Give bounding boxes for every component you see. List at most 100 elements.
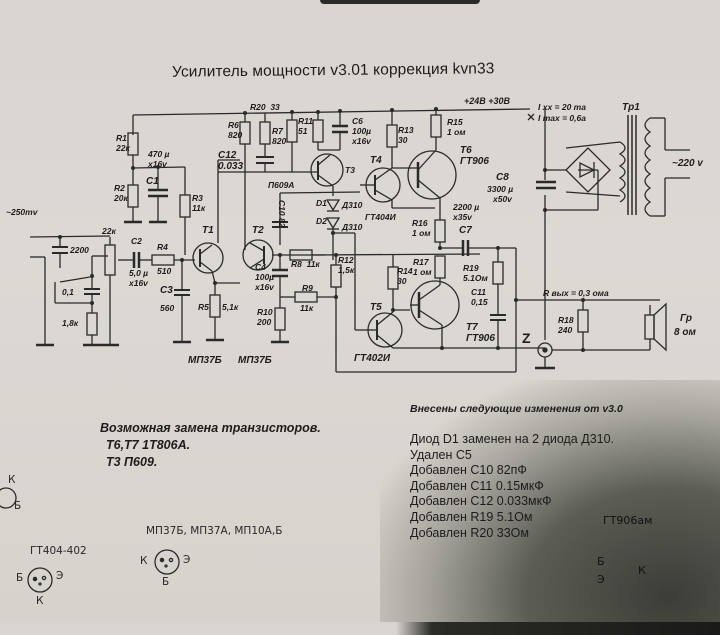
resistor-R5 <box>209 294 221 318</box>
supply-rail <box>132 108 531 116</box>
diode-D2 <box>325 217 341 230</box>
output-resistance: R вых = 0,3 ома <box>543 288 609 298</box>
idle-current: I xx = 20 ma <box>538 102 586 112</box>
pinout1-pin-bottom: К <box>36 595 44 607</box>
change-item: Добавлен C10 82пФ <box>410 463 527 478</box>
transistor-T1 <box>192 242 224 274</box>
label-D1-value: Д310 <box>342 200 363 210</box>
resistor-R13 <box>386 124 398 148</box>
changes-list: Диод D1 заменен на 2 диода Д310. Удален … <box>410 432 614 541</box>
resistor-R15 <box>430 114 442 138</box>
label-C3-value: 560 <box>160 303 175 313</box>
diode-D1 <box>325 199 341 212</box>
pinout-circle-0 <box>0 487 17 509</box>
label-C10: C10 82 <box>277 200 287 228</box>
resistor-R4 <box>151 254 175 266</box>
pinout-circle-gt404 <box>27 567 53 593</box>
label-R5-value: 5,1к <box>222 302 239 312</box>
pinout1-pin-right: Э <box>56 570 64 582</box>
pinout3-title: ГТ906ам <box>603 514 653 527</box>
label-T1: T1 <box>202 225 214 236</box>
resistor-R18 <box>577 309 589 333</box>
label-Z: Z <box>522 330 531 346</box>
volume-pot-label: 22к <box>102 226 116 236</box>
input-level: ~250mv <box>6 207 38 217</box>
photo-edge-bottom <box>0 622 720 635</box>
transistor-T3 <box>310 153 344 187</box>
resistor-R3 <box>179 194 191 218</box>
pinout1-title: ГТ404-402 <box>30 545 87 557</box>
page-title: Усилитель мощности v3.01 коррекция kvn33 <box>171 60 495 81</box>
label-T2: T2 <box>252 225 264 236</box>
label-R20: R20 33 <box>250 102 280 112</box>
label-C2: C2 <box>131 236 142 246</box>
transistor-replacement-notes: Возможная замена транзисторов. T6,T7 1T8… <box>100 420 321 471</box>
supply-voltages: +24В +30В <box>464 96 511 106</box>
change-item: Добавлен R20 33Ом <box>410 525 529 540</box>
bridge-rectifier <box>565 147 611 193</box>
transformer-primary <box>644 117 652 217</box>
pinout3-pin-k: К <box>638 564 646 577</box>
pinout2-pin-right: Э <box>183 554 191 566</box>
transformer-label: Tp1 <box>622 102 640 113</box>
resistor-R9 <box>294 291 318 303</box>
change-item: Диод D1 заменен на 2 диода Д310. <box>410 432 615 446</box>
resistor-R10 <box>274 307 286 331</box>
label-T5-type: ГТ402И <box>354 353 391 364</box>
pinout-circle-mp37 <box>154 549 180 575</box>
cap-2200-label: 2200 <box>70 245 89 255</box>
label-R9-value: 11к <box>300 303 314 313</box>
max-current: I max = 0,6a <box>538 113 586 123</box>
pinout3-pin-e: Э <box>597 573 605 586</box>
speaker-icon <box>653 302 667 352</box>
label-T4-type: ГТ404И <box>365 212 396 222</box>
transistor-T5 <box>367 312 403 348</box>
label-T3-type: П609А <box>268 180 295 190</box>
replacement-line: T3 П609. <box>106 455 158 469</box>
label-T4: T4 <box>370 155 382 166</box>
change-item: Добавлен C11 0.15мкФ <box>410 478 544 493</box>
label-C1: C1 <box>146 176 159 187</box>
change-item: Удален C5 <box>410 447 472 462</box>
pinout2-pin-bottom: Б <box>162 576 170 588</box>
label-C3: C3 <box>160 285 173 296</box>
label-C7: C7 <box>459 225 472 236</box>
label-T1-type: МП37Б <box>188 355 222 366</box>
cap-0-1-label: 0,1 <box>62 287 74 297</box>
pinout3-pin-b: Б <box>597 555 605 568</box>
resistor-R16 <box>434 219 446 243</box>
change-item: Добавлен C12 0.033мкФ <box>410 494 552 509</box>
res-1-8k-label: 1,8к <box>62 318 79 328</box>
junction-dots <box>58 107 585 352</box>
pinout0-pin-top: К <box>8 474 16 486</box>
label-R4: R4 <box>157 242 168 252</box>
change-item: Добавлен R19 5.1Ом <box>410 509 533 524</box>
replacement-heading: Возможная замена транзисторов. <box>100 421 321 435</box>
label-R5: R5 <box>198 302 209 312</box>
pinout0-pin-bottom: Б <box>14 500 22 512</box>
resistor-R20 <box>259 121 271 145</box>
label-R4-value: 510 <box>157 266 172 276</box>
potentiometer-22k <box>104 244 116 276</box>
changes-heading: Внесены следующие изменения от v3.0 <box>410 403 623 415</box>
pinout2-pin-left: К <box>140 555 148 567</box>
